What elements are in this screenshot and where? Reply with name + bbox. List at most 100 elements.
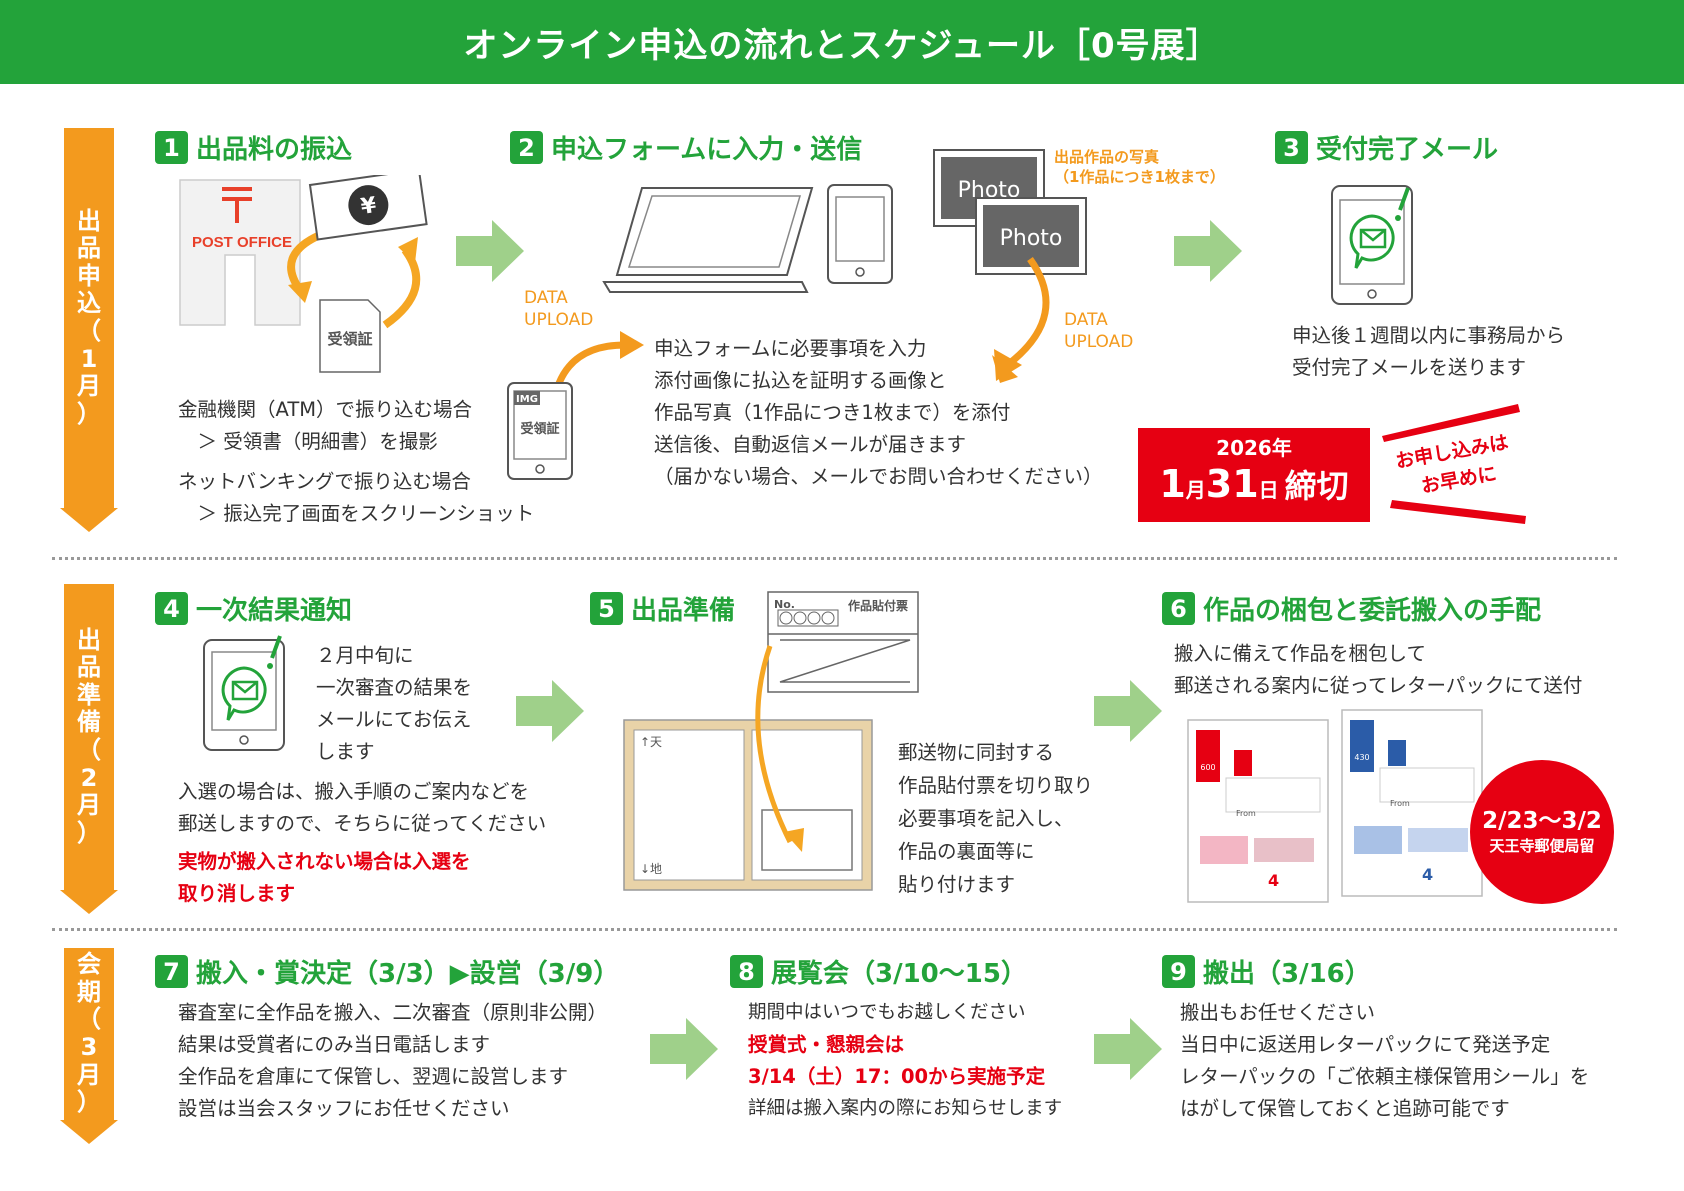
step-title: 作品の梱包と委託搬入の手配	[1203, 596, 1542, 626]
step-8-heading: 8 展覧会（3/10〜15）	[730, 953, 1027, 990]
photo-note: 出品作品の写真 （1作品につき1枚まで）	[1054, 147, 1225, 187]
photo-note-line: 出品作品の写真	[1054, 148, 1160, 166]
flow-arrow-icon	[650, 1018, 718, 1080]
phase-char: ）	[77, 399, 101, 428]
step-4-line: 一次審査の結果を	[316, 676, 473, 699]
phase-char: （	[77, 317, 101, 345]
tablet-icon	[827, 184, 893, 284]
step-3-text: 申込後１週間以内に事務局から 受付完了メールを送ります	[1292, 320, 1565, 384]
post-office-building	[179, 179, 301, 326]
flow-arrow-icon	[456, 220, 524, 282]
step-5-line: 郵送物に同封する	[898, 741, 1055, 764]
step-8-text: 期間中はいつでもお越しください 授賞式・懇親会は 3/14（土）17：00から実…	[748, 997, 1062, 1125]
step-4-heading: 4 一次結果通知	[155, 590, 352, 627]
letterpack-blue-icon: 430 From 4	[1341, 709, 1483, 897]
step-title: 搬出（3/16）	[1203, 959, 1371, 989]
phase-char: （	[77, 1005, 101, 1034]
phase-char: 込	[77, 289, 101, 318]
deadline-year: 2026年	[1216, 436, 1292, 460]
step-4-line: 入選の場合は、搬入手順のご案内などを	[178, 780, 530, 803]
step-title: 受付完了メール	[1316, 135, 1499, 165]
artwork-frame-icon: ↑天 ↓地	[623, 719, 873, 891]
mail-phone-icon	[1331, 185, 1413, 305]
step-badge: 7	[155, 955, 188, 988]
svg-text:受領証: 受領証	[520, 421, 559, 437]
step-badge: 3	[1275, 131, 1308, 164]
receipt-phone-icon: IMG 受領証	[507, 382, 573, 480]
step-1-heading: 1 出品料の振込	[155, 129, 352, 166]
phase-char: 出	[77, 206, 101, 235]
step-9-line: 搬出もお任せください	[1180, 1001, 1376, 1024]
post-office-label: POST OFFICE	[192, 234, 292, 251]
svg-text:お早めに: お早めに	[1420, 463, 1499, 498]
svg-text:4: 4	[1422, 865, 1433, 884]
deadline-box: 2026年 1月31日締切	[1138, 428, 1370, 522]
step-1-line: ＞ 受領書（明細書）を撮影	[178, 430, 438, 453]
step-8-ceremony: 授賞式・懇親会は	[748, 1033, 905, 1056]
step-4-text: ２月中旬に 一次審査の結果を メールにてお伝え します	[316, 640, 472, 768]
step-9-line: はがして保管しておくと追跡可能です	[1180, 1097, 1510, 1120]
step-7-text: 審査室に全作品を搬入、二次審査（原則非公開） 結果は受賞者にのみ当日電話します …	[178, 997, 607, 1125]
step-9-line: レターパックの「ご依頼主様保管用シール」を	[1180, 1065, 1590, 1088]
step-badge: 6	[1162, 592, 1195, 625]
svg-text:4: 4	[1268, 871, 1279, 890]
svg-text:From: From	[1390, 799, 1410, 808]
step-3-line: 申込後１週間以内に事務局から	[1292, 324, 1566, 347]
step-7-line: 審査室に全作品を搬入、二次審査（原則非公開）	[178, 1001, 608, 1024]
step-6-line: 搬入に備えて作品を梱包して	[1174, 642, 1426, 665]
svg-text:No.: No.	[774, 598, 795, 611]
cycle-arrow-lower	[382, 247, 421, 329]
step-1-line: ＞ 振込完了画面をスクリーンショット	[178, 502, 535, 525]
receipt-icon: 受領証	[319, 299, 381, 373]
step-3-line: 受付完了メールを送ります	[1292, 356, 1527, 379]
step-4-line: 郵送しますので、そちらに従ってください	[178, 812, 547, 835]
step-7-line: 設営は当会スタッフにお任せください	[178, 1097, 510, 1120]
letterpack-illustration: 600 From 4 430 From 4	[1187, 709, 1483, 903]
phase-char: 備	[77, 708, 101, 737]
step-5-line: 必要事項を記入し、	[898, 807, 1074, 830]
svg-text:600: 600	[1200, 763, 1215, 772]
photo-note-line: （1作品につき1枚まで）	[1054, 168, 1225, 186]
svg-text:¥: ¥	[359, 193, 378, 220]
step-2-line: （届かない場合、メールでお問い合わせください）	[654, 465, 1103, 488]
step-1-line: ネットバンキングで振り込む場合	[178, 470, 471, 493]
step-title: 申込フォームに入力・送信	[551, 135, 863, 165]
step-5-text: 郵送物に同封する 作品貼付票を切り取り 必要事項を記入し、 作品の裏面等に 貼り…	[898, 736, 1093, 901]
result-mail-phone-icon	[203, 635, 285, 751]
svg-text:IMG: IMG	[516, 394, 538, 405]
yen-banknote-icon: ¥	[308, 175, 428, 241]
step-4-line: します	[316, 740, 375, 763]
deadline-date: 1月31日締切	[1159, 462, 1349, 506]
phase-char: 品	[77, 234, 101, 263]
step-1-text: 金融機関（ATM）で振り込む場合 ＞ 受領書（明細書）を撮影 ネットバンキングで…	[178, 394, 534, 530]
step-7-heading: 7 搬入・賞決定（3/3）▶設営（3/9）	[155, 953, 619, 990]
step-7-line: 全作品を倉庫にて保管し、翌週に設営します	[178, 1065, 569, 1088]
step-badge: 9	[1162, 955, 1195, 988]
cycle-arrow-upper	[287, 231, 322, 293]
flow-arrow-icon	[516, 680, 584, 742]
step-title: 搬入・賞決定（3/3）▶設営（3/9）	[196, 959, 620, 989]
phase-char: 月	[77, 1060, 101, 1089]
step-4-line: メールにてお伝え	[316, 708, 472, 731]
phase-char: 準	[77, 680, 101, 709]
phase-char: 月	[77, 372, 101, 401]
phase-char: 月	[77, 791, 101, 820]
flow-arrow-icon	[1094, 680, 1162, 742]
svg-text:From: From	[1236, 809, 1256, 818]
step-5-line: 作品の裏面等に	[898, 840, 1035, 863]
phase-char: ）	[77, 1088, 101, 1117]
svg-text:作品貼付票: 作品貼付票	[848, 598, 908, 613]
page-title: オンライン申込の流れとスケジュール［0号展］	[0, 0, 1684, 84]
step-8-line: 詳細は搬入案内の際にお知らせします	[748, 1098, 1063, 1119]
step-4-warning: 実物が搬入されない場合は入選を	[178, 850, 471, 873]
step-9-heading: 9 搬出（3/16）	[1162, 953, 1371, 990]
step-2-line: 添付画像に払込を証明する画像と	[654, 369, 947, 392]
phase-char: 2	[80, 763, 98, 792]
shipping-period-date: 2/23〜3/2	[1482, 808, 1602, 834]
artwork-label-illustration: No. 作品貼付票 ↑天 ↓地	[623, 591, 919, 891]
step-badge: 1	[155, 131, 188, 164]
step-6-line: 郵送される案内に従ってレターパックにて送付	[1174, 674, 1583, 697]
